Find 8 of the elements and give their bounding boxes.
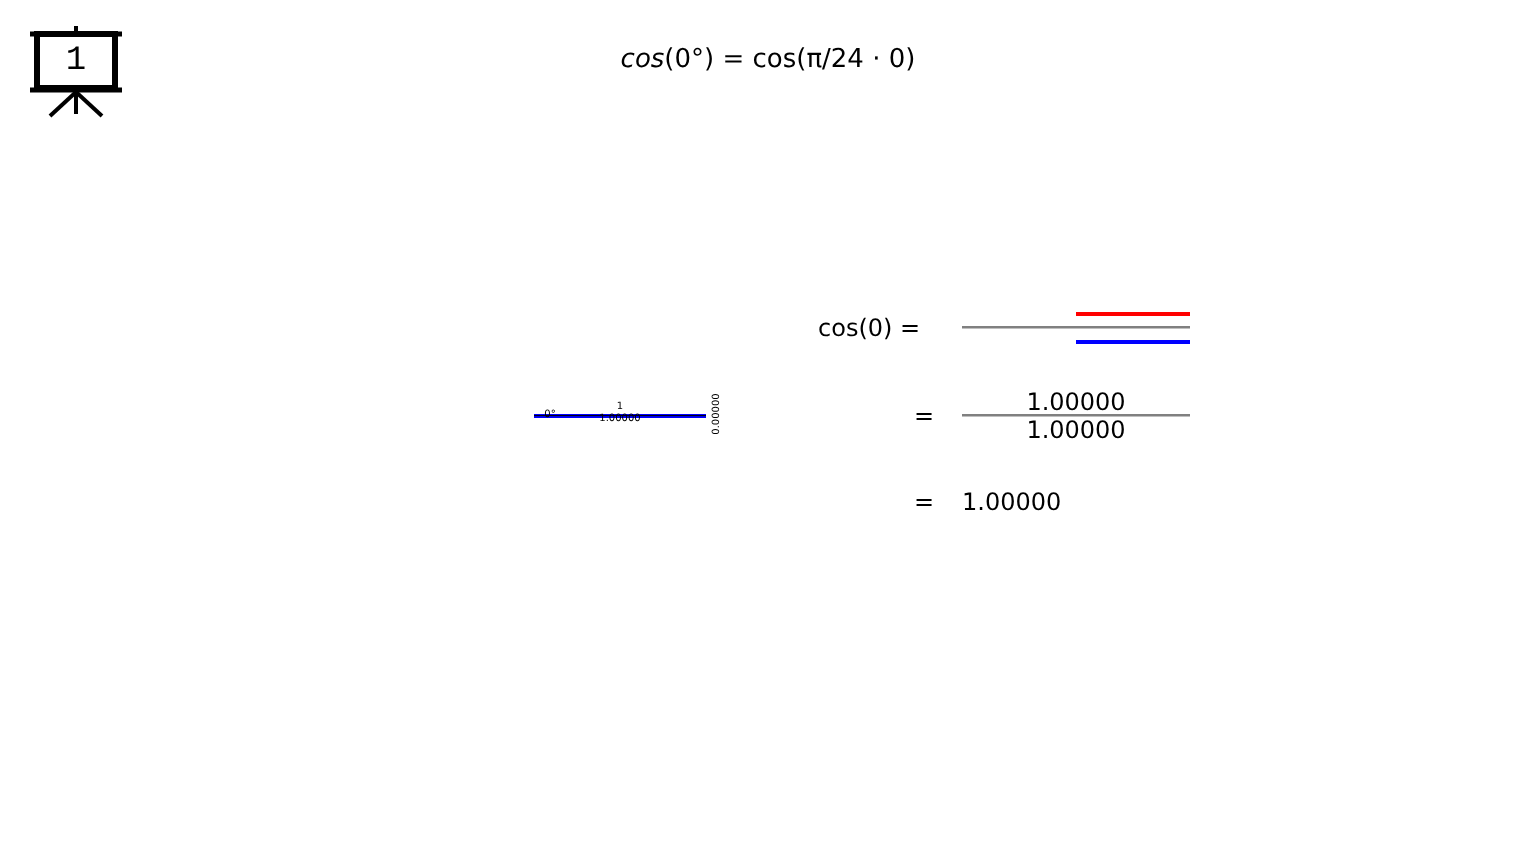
denominator-value: 1.00000 — [1026, 418, 1126, 442]
numerator-value: 1.00000 — [1026, 389, 1126, 413]
formula-title: cos(0°) = cos(π/24 · 0) — [620, 47, 916, 73]
equals-sign: = — [913, 404, 935, 428]
result-value: 1.00000 — [962, 490, 1062, 514]
equals-sign: = — [913, 490, 935, 514]
equation-text: cos(0) = — [818, 316, 921, 340]
slide-number: 1 — [65, 45, 87, 79]
